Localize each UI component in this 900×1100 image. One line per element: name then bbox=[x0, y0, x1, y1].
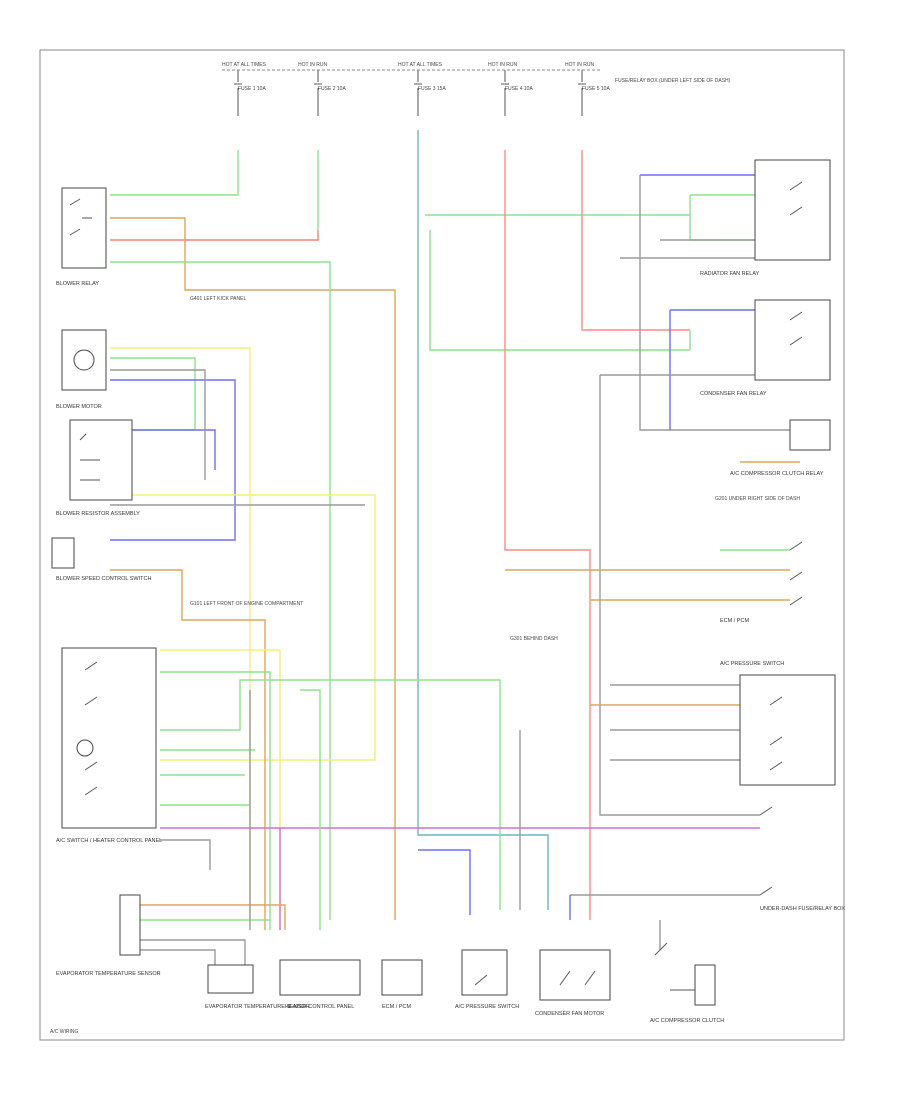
corner-mark: A/C WIRING bbox=[50, 1029, 78, 1035]
blower-resistor-label: BLOWER RESISTOR ASSEMBLY bbox=[56, 511, 140, 517]
bottom-evap-sensor: EVAPORATOR TEMPERATURE SENSOR bbox=[205, 964, 310, 1010]
ground-note-1: G401 LEFT KICK PANEL bbox=[190, 296, 246, 302]
ac-switch: A/C SWITCH / HEATER CONTROL PANEL bbox=[56, 647, 162, 844]
ecm-pcm-label: ECM / PCM bbox=[720, 618, 749, 624]
fuse-3-name: HOT AT ALL TIMES bbox=[398, 62, 443, 68]
fuse-5-rating: FUSE 5 10A bbox=[582, 86, 610, 92]
fuse-5-name: HOT IN RUN bbox=[565, 62, 594, 68]
fuse-4: HOT IN RUN FUSE 4 10A bbox=[488, 62, 533, 116]
bottom-heater-panel: HEATER CONTROL PANEL bbox=[279, 959, 361, 1010]
fuse-3: HOT AT ALL TIMES FUSE 3 15A bbox=[398, 62, 446, 116]
blower-speed-switch: BLOWER SPEED CONTROL SWITCH bbox=[51, 537, 151, 582]
ground-note-3: G301 BEHIND DASH bbox=[510, 636, 558, 642]
fuse-1: HOT AT ALL TIMES FUSE 1 10A bbox=[222, 62, 267, 116]
blower-speed-switch-label: BLOWER SPEED CONTROL SWITCH bbox=[56, 576, 151, 582]
compressor-clutch-relay: A/C COMPRESSOR CLUTCH RELAY bbox=[730, 419, 831, 477]
bottom-ecm-label: ECM / PCM bbox=[382, 1004, 411, 1010]
fuse-5: HOT IN RUN FUSE 5 10A bbox=[565, 62, 610, 116]
evap-temp-sensor: EVAPORATOR TEMPERATURE SENSOR bbox=[56, 894, 161, 977]
ac-pressure-switch: A/C PRESSURE SWITCH bbox=[720, 661, 836, 786]
ground-note-2: G101 LEFT FRONT OF ENGINE COMPARTMENT bbox=[190, 601, 303, 607]
blower-motor: BLOWER MOTOR bbox=[56, 329, 107, 410]
fuse-4-rating: FUSE 4 10A bbox=[505, 86, 533, 92]
blower-motor-label: BLOWER MOTOR bbox=[56, 404, 102, 410]
bottom-ecm: ECM / PCM bbox=[381, 959, 423, 1010]
fuse-3-rating: FUSE 3 15A bbox=[418, 86, 446, 92]
evap-temp-sensor-label: EVAPORATOR TEMPERATURE SENSOR bbox=[56, 971, 161, 977]
condenser-fan-relay-label: CONDENSER FAN RELAY bbox=[700, 391, 767, 397]
condenser-fan-relay: CONDENSER FAN RELAY bbox=[700, 299, 831, 397]
compressor-clutch-relay-label: A/C COMPRESSOR CLUTCH RELAY bbox=[730, 471, 824, 477]
fuse-2: HOT IN RUN FUSE 2 10A bbox=[298, 62, 346, 116]
under-dash-fuse-box-label: UNDER-DASH FUSE/RELAY BOX bbox=[760, 906, 845, 912]
bottom-evap-sensor-label: EVAPORATOR TEMPERATURE SENSOR bbox=[205, 1004, 310, 1010]
under-dash-fuse-box: UNDER-DASH FUSE/RELAY BOX bbox=[759, 806, 845, 912]
blower-relay-label: BLOWER RELAY bbox=[56, 281, 99, 287]
fuse-1-name: HOT AT ALL TIMES bbox=[222, 62, 267, 68]
wire-network bbox=[110, 130, 800, 970]
bottom-condenser-fan-label: CONDENSER FAN MOTOR bbox=[535, 1011, 604, 1017]
bottom-condenser-fan: CONDENSER FAN MOTOR bbox=[535, 949, 611, 1017]
fuse-2-name: HOT IN RUN bbox=[298, 62, 327, 68]
ground-note-4: G201 UNDER RIGHT SIDE OF DASH bbox=[715, 496, 800, 502]
blower-relay: BLOWER RELAY bbox=[56, 187, 107, 287]
ac-pressure-switch-label: A/C PRESSURE SWITCH bbox=[720, 661, 784, 667]
bottom-compressor-clutch-label: A/C COMPRESSOR CLUTCH bbox=[650, 1018, 724, 1024]
ac-switch-label: A/C SWITCH / HEATER CONTROL PANEL bbox=[56, 838, 162, 844]
bottom-compressor-clutch: A/C COMPRESSOR CLUTCH bbox=[650, 942, 724, 1024]
fuse-box-note: FUSE/RELAY BOX (UNDER LEFT SIDE OF DASH) bbox=[615, 78, 731, 84]
ground-notes: G401 LEFT KICK PANEL G101 LEFT FRONT OF … bbox=[190, 296, 800, 642]
blower-resistor: BLOWER RESISTOR ASSEMBLY bbox=[56, 419, 140, 517]
fuse-4-name: HOT IN RUN bbox=[488, 62, 517, 68]
fuse-1-rating: FUSE 1 10A bbox=[238, 86, 266, 92]
bottom-pressure-switch: A/C PRESSURE SWITCH bbox=[455, 949, 519, 1010]
bottom-heater-panel-label: HEATER CONTROL PANEL bbox=[285, 1004, 354, 1010]
fuse-2-rating: FUSE 2 10A bbox=[318, 86, 346, 92]
bottom-pressure-switch-label: A/C PRESSURE SWITCH bbox=[455, 1004, 519, 1010]
radiator-fan-relay-label: RADIATOR FAN RELAY bbox=[700, 271, 760, 277]
ecm-pcm: ECM / PCM bbox=[720, 541, 803, 624]
diagram-frame bbox=[39, 49, 845, 1041]
radiator-fan-relay: RADIATOR FAN RELAY bbox=[700, 159, 831, 277]
